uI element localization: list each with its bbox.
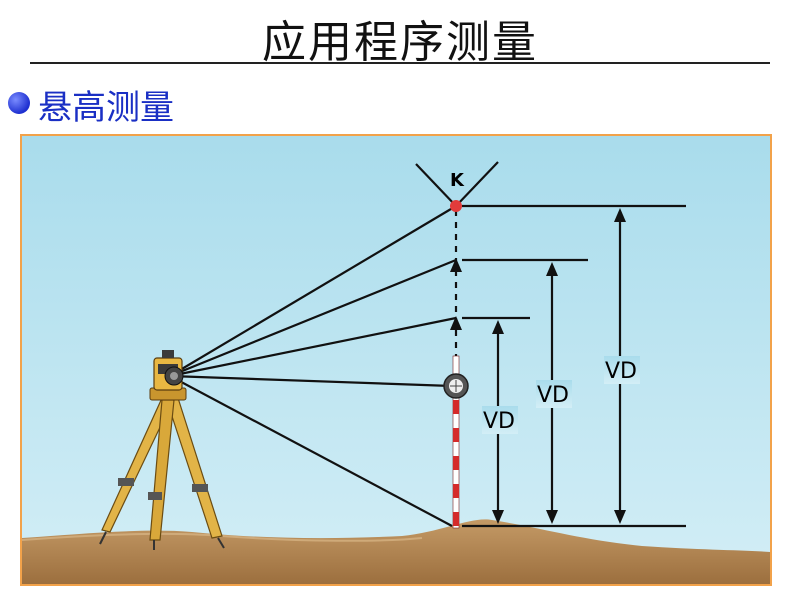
- prism-pole-icon: [452, 355, 460, 529]
- vd-label-medium: VD: [537, 383, 569, 408]
- bullet-dot-icon: [8, 92, 30, 114]
- remote-height-diagram: K: [20, 134, 772, 586]
- target-k-label: K: [450, 170, 465, 191]
- target-k-point: [450, 200, 462, 212]
- section-heading: 悬高测量: [38, 88, 174, 128]
- target-k-marker: K: [415, 161, 499, 207]
- total-station-icon: [149, 350, 187, 401]
- sight-lines: [169, 205, 457, 527]
- vd-label-short: VD: [483, 409, 515, 434]
- title-underline: [30, 62, 770, 64]
- vd-label-long: VD: [605, 359, 637, 384]
- horizontal-references: [462, 204, 686, 528]
- sky-background: [22, 136, 770, 584]
- page-title: 应用程序测量: [262, 17, 538, 68]
- prism-target-icon: [443, 373, 469, 399]
- upward-arrows: [450, 258, 462, 330]
